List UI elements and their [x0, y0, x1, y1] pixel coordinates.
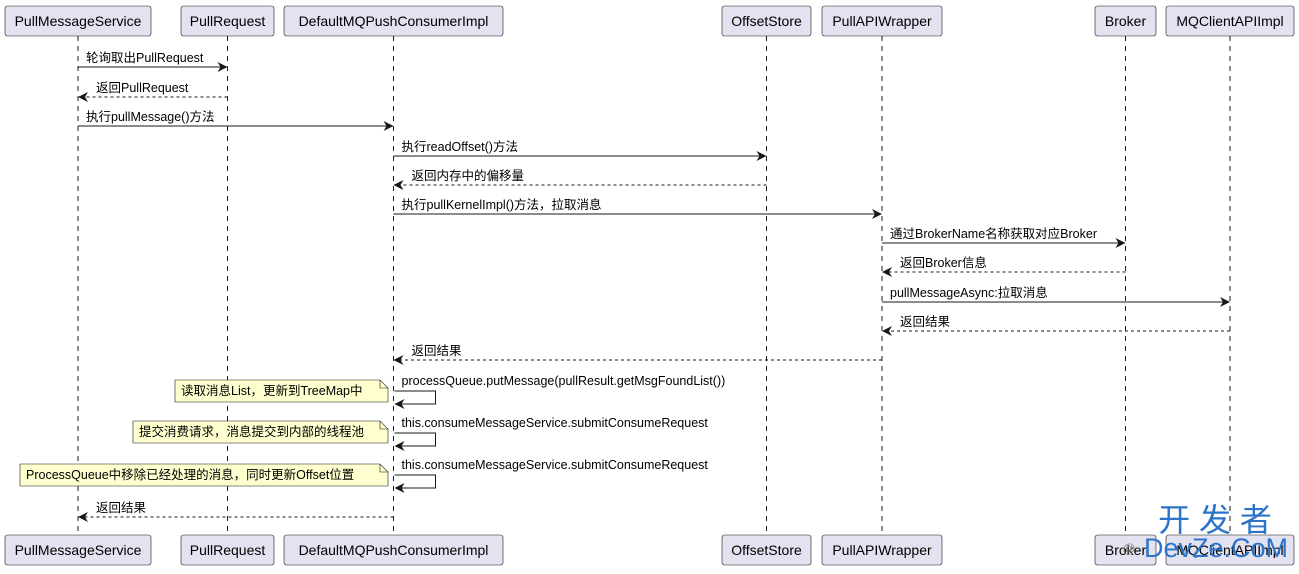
message-label: 轮询取出PullRequest	[86, 51, 204, 65]
note-fold	[379, 380, 388, 389]
message: pullMessageAsync:拉取消息	[882, 285, 1230, 307]
messages: 轮询取出PullRequest 返回PullRequest 执行pullMessag…	[78, 51, 1230, 522]
bottom-participant: PullRequest	[180, 534, 275, 566]
note: ProcessQueue中移除已经处理的消息，同时更新Offset位置	[19, 463, 389, 487]
participant-label: PullRequest	[190, 13, 266, 29]
message: 通过BrokerName名称获取对应Broker	[882, 226, 1126, 248]
participant-label: Broker	[1105, 13, 1147, 29]
participant-label: PullMessageService	[15, 13, 142, 29]
message-label: this.consumeMessageService.submitConsume…	[402, 416, 709, 430]
participant-label: MQClientAPIImpl	[1176, 13, 1283, 29]
participant-box	[283, 5, 504, 37]
participant-box	[821, 5, 943, 37]
participant-label: OffsetStore	[731, 542, 802, 558]
note-text: 提交消费请求，消息提交到内部的线程池	[139, 424, 365, 439]
participant-box	[721, 5, 812, 37]
message: this.consumeMessageService.submitConsume…	[394, 458, 709, 493]
message: this.consumeMessageService.submitConsume…	[394, 416, 709, 451]
message: 执行pullMessage()方法	[78, 109, 394, 131]
message-label: 返回结果	[900, 315, 951, 329]
message-label: 返回结果	[96, 501, 147, 515]
participant-box	[721, 534, 812, 566]
message: 返回结果	[882, 315, 1230, 336]
watermark: 开 发 者 @ DevZe.CoM	[1122, 502, 1288, 563]
participant-box	[283, 534, 504, 566]
note-text: ProcessQueue中移除已经处理的消息，同时更新Offset位置	[26, 467, 354, 482]
message-label: processQueue.putMessage(pullResult.getMs…	[402, 374, 726, 388]
top-participant: DefaultMQPushConsumerImpl	[283, 5, 504, 37]
participant-box	[1165, 534, 1295, 566]
bottom-participant: OffsetStore	[721, 534, 812, 566]
participant-headers-top: PullMessageService PullRequest DefaultMQPu…	[4, 5, 1295, 37]
participant-box	[4, 5, 152, 37]
watermark-top-text: 开 发 者	[1158, 502, 1272, 538]
top-participant: Broker	[1094, 5, 1157, 37]
participant-box	[4, 534, 152, 566]
participant-label: PullAPIWrapper	[832, 13, 932, 29]
participant-label: Broker	[1105, 542, 1147, 558]
participant-label: PullRequest	[190, 542, 266, 558]
top-participant: PullMessageService	[4, 5, 152, 37]
message-label: 返回结果	[412, 344, 463, 358]
lifelines	[77, 36, 1231, 535]
participant-label: PullAPIWrapper	[832, 542, 932, 558]
top-participant: PullRequest	[180, 5, 275, 37]
participant-box	[1094, 534, 1157, 566]
participant-label: PullMessageService	[15, 542, 142, 558]
participant-box	[180, 534, 275, 566]
self-message-arrow	[394, 474, 436, 493]
message: 返回Broker信息	[882, 255, 1126, 277]
message-label: this.consumeMessageService.submitConsume…	[402, 458, 709, 472]
bottom-participant: DefaultMQPushConsumerImpl	[283, 534, 504, 566]
message: 返回PullRequest	[78, 81, 228, 102]
watermark-mark: @	[1122, 541, 1135, 556]
participant-label: MQClientAPIImpl	[1176, 542, 1283, 558]
participant-box	[821, 534, 943, 566]
message: 执行pullKernelImpl()方法，拉取消息	[393, 197, 882, 219]
participant-box	[1094, 5, 1157, 37]
participant-label: DefaultMQPushConsumerImpl	[299, 13, 489, 29]
top-participant: MQClientAPIImpl	[1165, 5, 1295, 37]
bottom-participant: PullMessageService	[4, 534, 152, 566]
message-label: pullMessageAsync:拉取消息	[890, 285, 1048, 300]
note-fold	[379, 464, 388, 473]
watermark-bottom-text: DevZe.CoM	[1144, 533, 1288, 563]
message-label: 返回Broker信息	[900, 255, 987, 270]
message-label: 执行pullKernelImpl()方法，拉取消息	[402, 197, 602, 212]
bottom-participant: MQClientAPIImpl	[1165, 534, 1295, 566]
self-message-arrow	[394, 432, 436, 451]
participant-headers-bottom: PullMessageService PullRequest DefaultMQPu…	[4, 534, 1295, 566]
message-label: 返回内存中的偏移量	[412, 168, 525, 183]
note-text: 读取消息List，更新到TreeMap中	[181, 383, 363, 398]
note-box	[132, 420, 389, 444]
note: 提交消费请求，消息提交到内部的线程池	[132, 420, 389, 444]
message-label: 返回PullRequest	[96, 81, 189, 95]
message-label: 执行pullMessage()方法	[86, 109, 215, 124]
note: 读取消息List，更新到TreeMap中	[174, 379, 389, 403]
message: 返回内存中的偏移量	[393, 168, 767, 190]
self-message-arrow	[394, 390, 436, 409]
message-label: 通过BrokerName名称获取对应Broker	[890, 226, 1097, 241]
note-fold	[379, 421, 388, 430]
message-label: 执行readOffset()方法	[402, 139, 518, 154]
note-box	[19, 463, 389, 487]
bottom-participant: Broker	[1094, 534, 1157, 566]
message: 执行readOffset()方法	[393, 139, 767, 161]
message: 轮询取出PullRequest	[78, 51, 228, 72]
participant-box	[180, 5, 275, 37]
message: processQueue.putMessage(pullResult.getMs…	[394, 374, 726, 409]
participant-box	[1165, 5, 1295, 37]
participant-label: OffsetStore	[731, 13, 802, 29]
top-participant: OffsetStore	[721, 5, 812, 37]
top-participant: PullAPIWrapper	[821, 5, 943, 37]
bottom-participant: PullAPIWrapper	[821, 534, 943, 566]
note-box	[174, 379, 389, 403]
participant-label: DefaultMQPushConsumerImpl	[299, 542, 489, 558]
message: 返回结果	[393, 344, 882, 365]
message: 返回结果	[78, 501, 394, 522]
